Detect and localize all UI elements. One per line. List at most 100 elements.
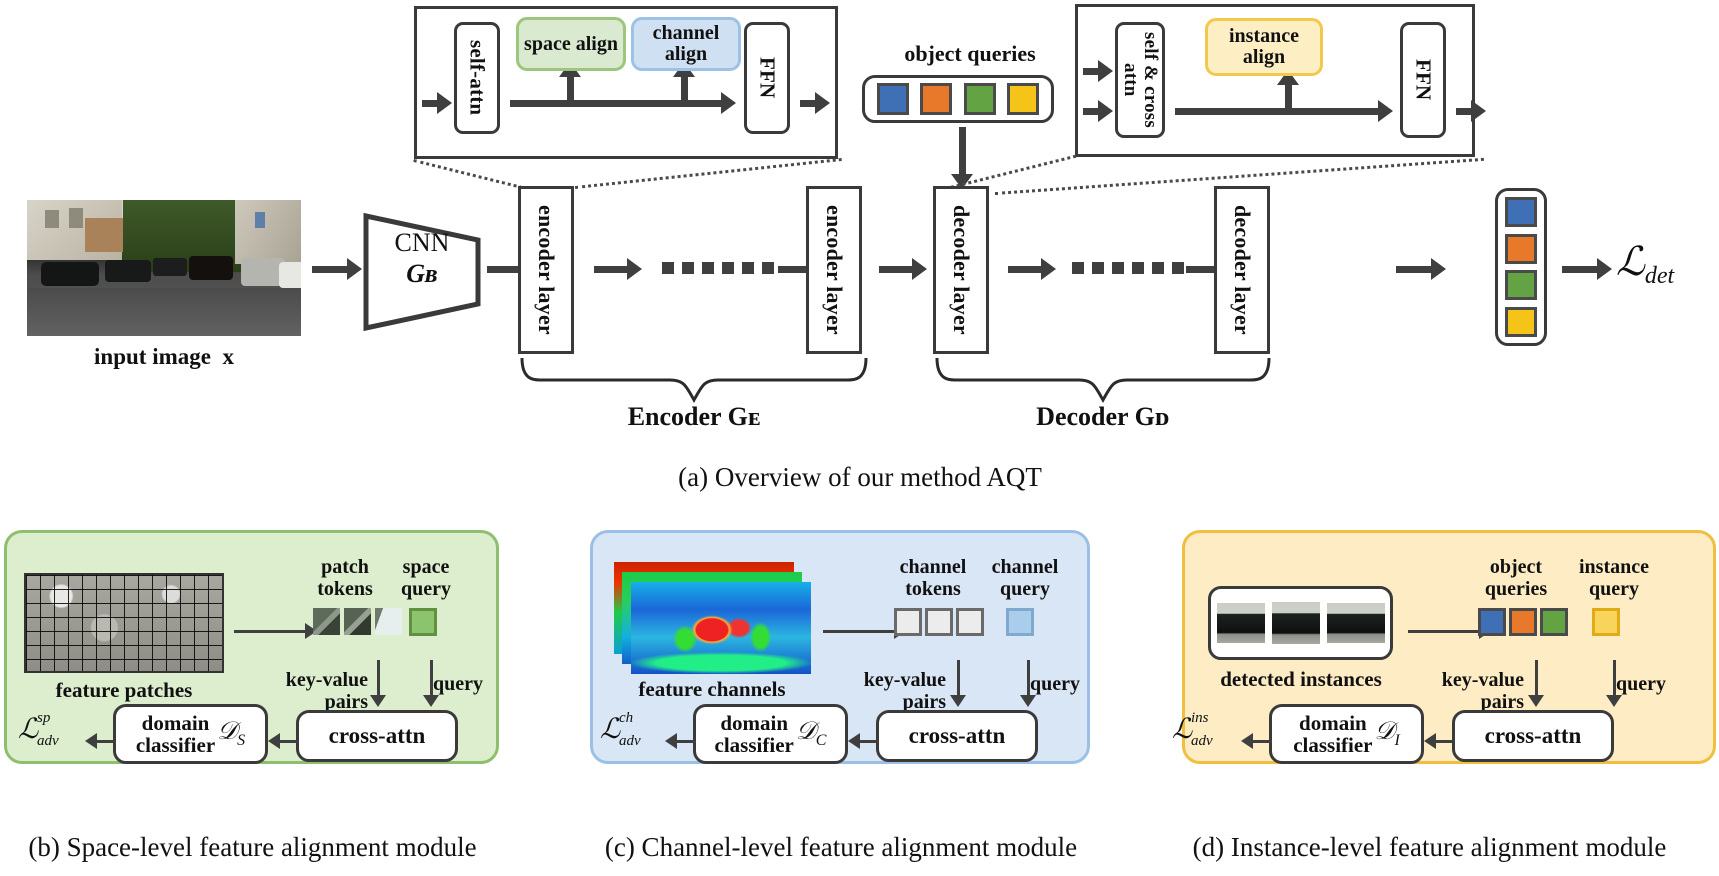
encoder-detail-input-arrow bbox=[422, 92, 452, 114]
encoder-zoom-line-left bbox=[413, 159, 529, 191]
channel-tokens-label: channel tokens bbox=[886, 556, 980, 601]
encoder-ffn-label: FFN bbox=[755, 57, 780, 99]
feature-channel-front bbox=[631, 582, 811, 674]
panel-d-cross-attn-box: cross-attn bbox=[1452, 710, 1614, 762]
panel-c-loss-label: ℒ ch adv bbox=[600, 710, 641, 749]
panel-d-query-swatch-blue bbox=[1478, 608, 1506, 636]
panel-c-classifier-l1: domain bbox=[720, 710, 789, 735]
object-queries-label-d-l2: queries bbox=[1484, 578, 1548, 601]
encoder-to-decoder-arrow bbox=[879, 258, 927, 280]
encoder-detail-main-arrow bbox=[510, 92, 736, 114]
detected-instances-box bbox=[1208, 586, 1393, 660]
self-attn-box: self-attn bbox=[454, 22, 500, 134]
object-query-swatch-yellow bbox=[1007, 83, 1040, 115]
instance-query-swatch bbox=[1592, 608, 1620, 636]
panel-d-cross-attn-label: cross-attn bbox=[1484, 723, 1582, 748]
decoder-layer-last: decoder layer bbox=[1214, 186, 1270, 354]
detected-instance-3 bbox=[1326, 603, 1385, 643]
panel-d-classifier-l2: classifier bbox=[1293, 733, 1373, 757]
panel-b-kv-arrow bbox=[370, 660, 386, 707]
panel-d-classifier-symbol: 𝒟I bbox=[1374, 718, 1400, 749]
panel-d-query-arrow bbox=[1606, 660, 1622, 707]
panel-b-attn-to-classifier-arrow bbox=[268, 733, 299, 749]
output-queries-box bbox=[1495, 188, 1547, 346]
encoder-brace bbox=[520, 357, 868, 404]
input-image-caption: input image x bbox=[94, 344, 234, 369]
object-query-swatch-orange bbox=[920, 83, 953, 115]
panel-b-loss-label: ℒ sp adv bbox=[18, 710, 59, 749]
decoder-detail-input-arrow-2 bbox=[1083, 100, 1113, 122]
panel-b-cross-attn-label: cross-attn bbox=[328, 723, 426, 748]
panel-d-loss-label: ℒ ins adv bbox=[1172, 710, 1213, 749]
channel-align-box: channel align bbox=[631, 17, 741, 71]
object-queries-box bbox=[862, 75, 1054, 123]
panel-c-classifier-to-loss-arrow bbox=[665, 733, 696, 749]
cnn-backbone-shape bbox=[363, 212, 481, 332]
detected-instance-2 bbox=[1271, 602, 1320, 644]
output-query-swatch-green bbox=[1505, 270, 1537, 301]
instance-align-up-arrow bbox=[1277, 70, 1299, 114]
panel-d-classifier-to-loss-arrow bbox=[1241, 733, 1272, 749]
panel-d-query-swatch-green bbox=[1540, 608, 1568, 636]
channel-query-label: channel query bbox=[978, 556, 1072, 601]
cnn-label-line1: CNN bbox=[394, 228, 450, 257]
panel-b-classifier-l1: domain bbox=[141, 710, 210, 735]
encoder-brace-label: Encoder Gᴇ bbox=[627, 402, 761, 431]
channel-query-swatch bbox=[1006, 608, 1034, 636]
instance-align-label: instance align bbox=[1229, 25, 1299, 68]
patch-tokens-label-l2: tokens bbox=[317, 578, 373, 601]
channel-tokens-label-l2: tokens bbox=[905, 578, 961, 601]
space-query-swatch bbox=[409, 608, 437, 636]
space-query-label: space query bbox=[386, 556, 466, 601]
panel-b-query-arrow-label: query bbox=[433, 673, 483, 695]
panel-d-kv-l1: key-value bbox=[1441, 669, 1524, 691]
encoder-layer-first: encoder layer bbox=[518, 186, 574, 354]
channel-token-3 bbox=[956, 608, 984, 636]
panel-d-query-arrow-label: query bbox=[1616, 673, 1666, 695]
encoder-zoom-line-right bbox=[575, 157, 842, 189]
patch-tokens-label-l1: patch bbox=[321, 556, 369, 578]
object-query-swatch-blue bbox=[876, 83, 909, 115]
panel-b-domain-classifier-box: domain classifier 𝒟S bbox=[113, 704, 268, 764]
panel-b-query-arrow bbox=[423, 660, 439, 707]
patch-token-2 bbox=[344, 608, 371, 635]
panel-b-kv-label: key-value pairs bbox=[248, 669, 368, 714]
channel-tokens-label-l1: channel bbox=[899, 556, 967, 578]
detected-instances-caption: detected instances bbox=[1220, 667, 1382, 691]
panel-d-kv-l2: pairs bbox=[1480, 691, 1524, 714]
space-align-box: space align bbox=[516, 17, 626, 71]
decoder-brace bbox=[935, 357, 1271, 404]
panel-c-cross-attn-box: cross-attn bbox=[876, 710, 1038, 762]
panel-d-query-swatch-orange bbox=[1509, 608, 1537, 636]
decoder-ellipsis bbox=[1072, 262, 1184, 274]
self-attn-label: self-attn bbox=[465, 40, 490, 116]
decoder-layer-first: decoder layer bbox=[933, 186, 989, 354]
panel-b-cross-attn-box: cross-attn bbox=[296, 710, 458, 762]
panel-b-classifier-to-loss-arrow bbox=[85, 733, 116, 749]
object-queries-title: object queries bbox=[904, 41, 1036, 66]
encoder-layer-first-label: encoder layer bbox=[534, 205, 559, 335]
output-query-swatch-blue bbox=[1505, 197, 1537, 228]
cnn-backbone-label: CNN Gʙ bbox=[368, 228, 476, 289]
decoder-brace-label: Decoder Gᴅ bbox=[1036, 402, 1170, 431]
panel-d-classifier-l1: domain bbox=[1299, 710, 1367, 735]
cnn-label-line2: Gʙ bbox=[406, 258, 438, 288]
decoder-detail-main-arrow bbox=[1175, 100, 1393, 122]
feature-patches-image bbox=[24, 573, 224, 673]
feature-channels-caption: feature channels bbox=[638, 677, 786, 701]
decoder-ffn-label: FFN bbox=[1411, 59, 1436, 101]
panel-c-cross-attn-label: cross-attn bbox=[908, 723, 1006, 748]
patch-tokens-label: patch tokens bbox=[305, 556, 385, 601]
object-query-swatch-green bbox=[963, 83, 996, 115]
instance-query-label-l2: query bbox=[1589, 578, 1639, 601]
channel-query-label-l2: query bbox=[1000, 578, 1050, 601]
encoder-chain-arrow-1 bbox=[594, 258, 642, 280]
encoder-detail-output-arrow bbox=[800, 92, 830, 114]
instance-query-label-l1: instance bbox=[1579, 556, 1649, 578]
panel-c-attn-to-classifier-arrow bbox=[848, 733, 879, 749]
self-cross-attn-label: self & cross attn bbox=[1120, 32, 1161, 128]
det-loss-label: ℒdet bbox=[1616, 239, 1675, 290]
output-to-loss-arrow bbox=[1562, 258, 1612, 280]
decoder-ffn-box: FFN bbox=[1400, 22, 1446, 138]
input-image bbox=[27, 200, 301, 336]
